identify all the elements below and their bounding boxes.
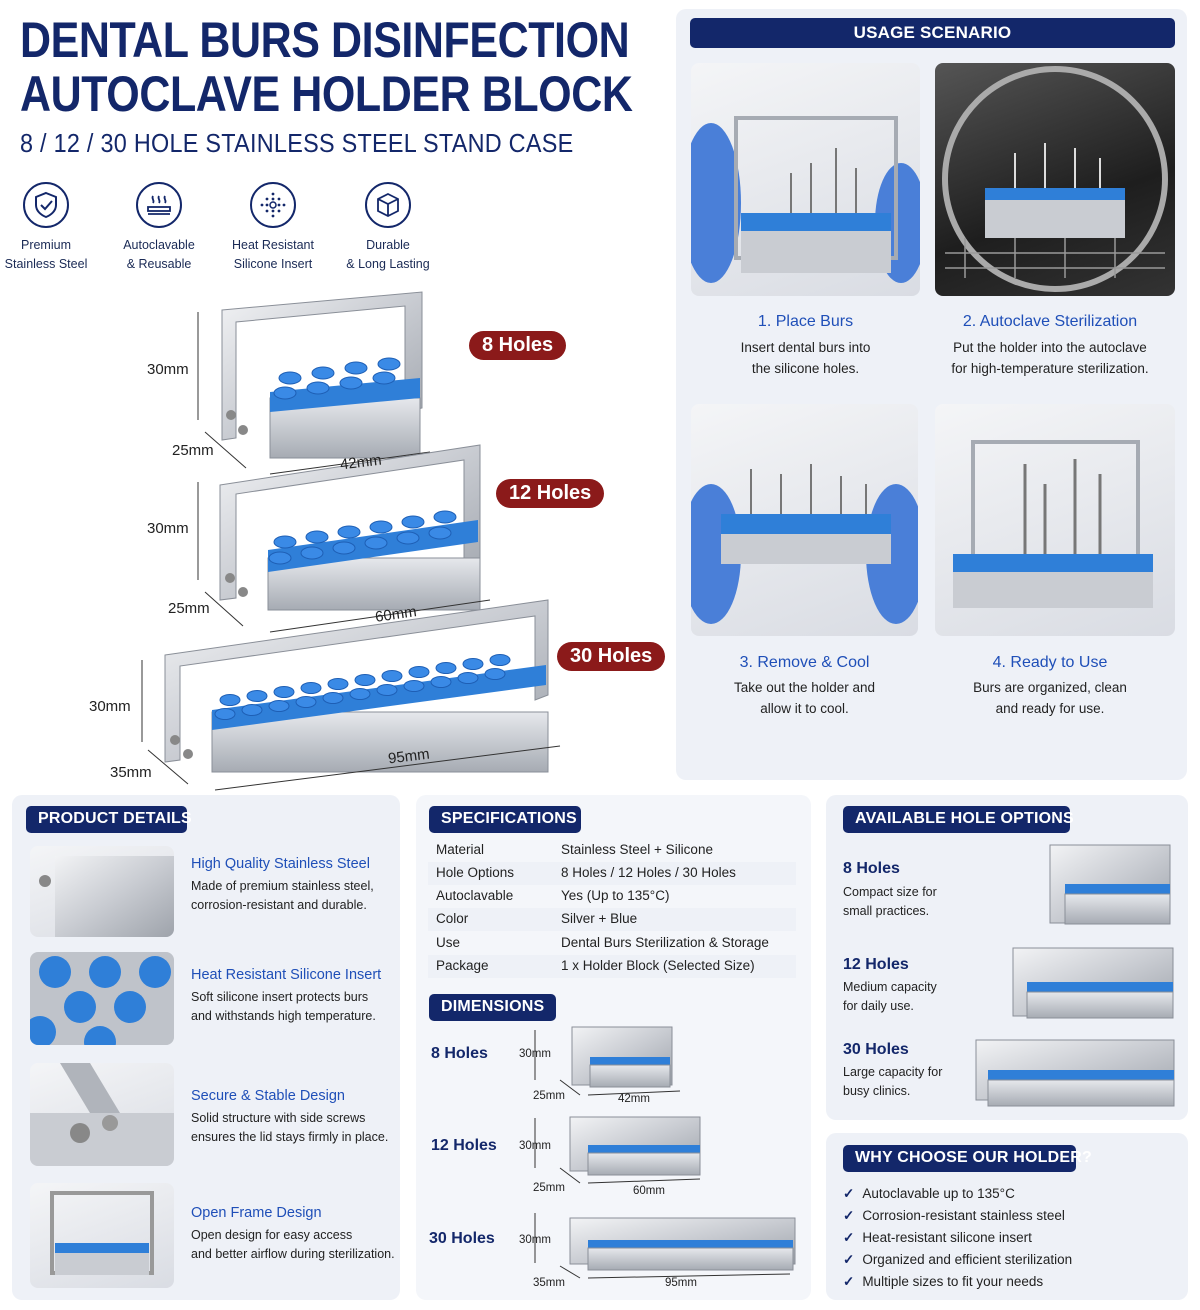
dim-30-depth: 35mm <box>110 764 152 781</box>
dim-12-height: 30mm <box>147 520 189 537</box>
why-choose-header: WHY CHOOSE OUR HOLDER? <box>843 1145 1092 1172</box>
detail-photo-open-frame <box>30 1183 174 1288</box>
why-item-3: ✓Heat-resistant silicone insert <box>843 1230 1032 1245</box>
check-icon: ✓ <box>843 1208 855 1223</box>
holder-12-holes <box>197 444 491 633</box>
dim-8-depth: 25mm <box>172 442 214 459</box>
holder-8-holes <box>197 291 431 475</box>
dim-small-12-d: 25mm <box>533 1182 565 1194</box>
feature-label-3b: Silicone Insert <box>233 257 313 271</box>
dim-illustration-8 <box>534 1026 681 1096</box>
feature-label-2b: & Reusable <box>126 257 192 271</box>
dim-label-8: 8 Holes <box>431 1045 488 1062</box>
check-icon: ✓ <box>843 1252 855 1267</box>
dim-8-height: 30mm <box>147 361 189 378</box>
detail-photo-screws <box>30 1063 174 1166</box>
check-icon: ✓ <box>843 1274 855 1289</box>
dim-small-12-w: 60mm <box>633 1185 665 1197</box>
step-3-title: 3. Remove & Cool <box>739 654 870 671</box>
photo-place-burs <box>691 63 920 296</box>
dim-30-height: 30mm <box>89 698 131 715</box>
detail-4-title: Open Frame Design <box>191 1205 322 1221</box>
why-item-2: ✓Corrosion-resistant stainless steel <box>843 1208 1065 1223</box>
product-details-header: PRODUCT DETAILS <box>26 806 192 833</box>
option-12-image <box>1012 947 1174 1019</box>
holder-30-holes <box>141 599 561 791</box>
product-sizes-illustration <box>141 291 561 791</box>
cube-icon <box>365 182 411 228</box>
check-icon: ✓ <box>843 1230 855 1245</box>
dim-illustration-30 <box>534 1213 796 1279</box>
option-8-title: 8 Holes <box>843 860 900 877</box>
step-1-title: 1. Place Burs <box>757 313 854 330</box>
heat-dots-icon <box>250 182 296 228</box>
badge-30-holes: 30 Holes <box>557 642 666 671</box>
why-item-4: ✓Organized and efficient sterilization <box>843 1252 1073 1267</box>
option-30-title: 30 Holes <box>843 1041 909 1058</box>
dim-illustration-12 <box>534 1116 701 1184</box>
feature-autoclavable: Autoclavable & Reusable <box>104 182 214 274</box>
dim-label-30: 30 Holes <box>429 1230 495 1247</box>
option-8-image <box>1049 844 1171 925</box>
feature-label-1b: Stainless Steel <box>4 257 88 271</box>
feature-durable: Durable & Long Lasting <box>333 182 443 274</box>
step-4-title: 4. Ready to Use <box>992 654 1108 671</box>
feature-label-3a: Heat Resistant <box>232 238 314 252</box>
hole-options-header: AVAILABLE HOLE OPTIONS <box>843 806 1074 833</box>
dim-small-30-w: 95mm <box>665 1277 697 1289</box>
usage-scenario-header: USAGE SCENARIO <box>690 18 1175 48</box>
dim-label-12: 12 Holes <box>431 1137 497 1154</box>
feature-label-4b: & Long Lasting <box>346 257 430 271</box>
dim-12-depth: 25mm <box>168 600 210 617</box>
option-30-image <box>975 1039 1175 1107</box>
photo-autoclave <box>935 63 1175 296</box>
check-icon: ✓ <box>843 1186 855 1201</box>
feature-label-4a: Durable <box>366 238 410 252</box>
feature-label-2a: Autoclavable <box>123 238 195 252</box>
option-12-title: 12 Holes <box>843 956 909 973</box>
page-subtitle: 8 / 12 / 30 HOLE STAINLESS STEEL STAND C… <box>20 128 574 158</box>
specifications-header: SPECIFICATIONS <box>429 806 581 833</box>
badge-12-holes: 12 Holes <box>496 479 605 508</box>
detail-3-title: Secure & Stable Design <box>191 1088 345 1104</box>
step-2-title: 2. Autoclave Sterilization <box>962 313 1138 330</box>
photo-remove-cool <box>691 404 918 636</box>
page-title-line2: AUTOCLAVE HOLDER BLOCK <box>20 66 633 122</box>
dim-small-30-d: 35mm <box>533 1277 565 1289</box>
detail-1-desc: Made of premium stainless steel,corrosio… <box>191 879 374 912</box>
dim-small-8-w: 42mm <box>618 1093 650 1105</box>
why-item-5: ✓Multiple sizes to fit your needs <box>843 1274 1044 1289</box>
page-title-line1: DENTAL BURS DISINFECTION <box>20 12 630 68</box>
why-item-1: ✓Autoclavable up to 135°C <box>843 1186 1015 1201</box>
feature-label-1a: Premium <box>20 238 71 252</box>
detail-2-title: Heat Resistant Silicone Insert <box>191 967 382 983</box>
badge-8-holes: 8 Holes <box>469 331 567 360</box>
detail-photo-steel <box>30 846 174 937</box>
steam-icon <box>136 182 182 228</box>
detail-1-title: High Quality Stainless Steel <box>191 856 370 872</box>
detail-photo-silicone <box>30 952 174 1045</box>
dimensions-header: DIMENSIONS <box>429 994 556 1021</box>
shield-check-icon <box>23 182 69 228</box>
dim-small-8-d: 25mm <box>533 1090 565 1102</box>
photo-ready-to-use <box>935 404 1175 636</box>
